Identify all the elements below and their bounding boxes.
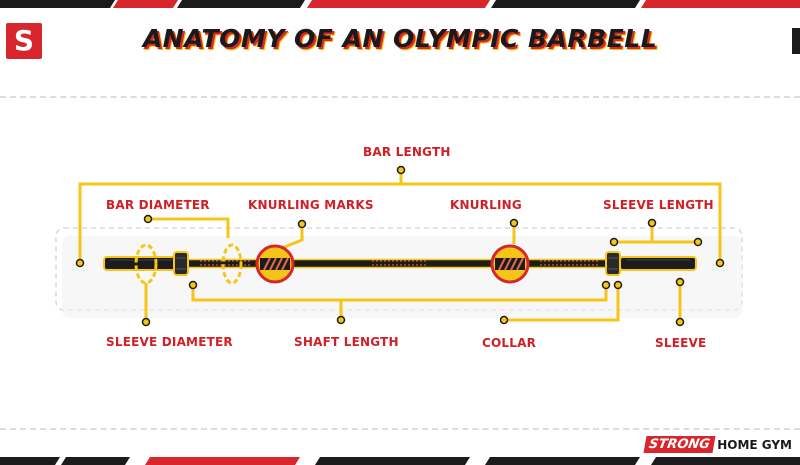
barbell: [103, 251, 697, 276]
bottom-dashed-divider: [0, 428, 800, 430]
corner-mark: [792, 28, 800, 54]
page-title: ANATOMY OF AN OLYMPIC BARBELL: [142, 24, 658, 53]
sleeve-diameter-marker: [134, 243, 158, 285]
knurling-magnifier: [490, 244, 530, 284]
label-collar: COLLAR: [482, 336, 537, 350]
label-bar-diameter: BAR DIAMETER: [106, 198, 210, 212]
brand-strong: STRONG: [643, 436, 716, 453]
top-dashed-divider: [0, 96, 800, 98]
label-knurling: KNURLING: [450, 198, 522, 212]
label-sleeve-diameter: SLEEVE DIAMETER: [106, 335, 233, 349]
brand-logo: STRONG HOME GYM: [643, 436, 792, 453]
label-sleeve-length: SLEEVE LENGTH: [603, 198, 714, 212]
brand-home-gym: HOME GYM: [717, 437, 792, 452]
label-sleeve: SLEEVE: [655, 336, 707, 350]
bottom-stripe: [0, 457, 800, 465]
bar-diameter-callout: [148, 217, 230, 238]
top-stripe: [0, 0, 800, 8]
label-knurling-marks: KNURLING MARKS: [248, 198, 374, 212]
label-bar-length: BAR LENGTH: [363, 145, 451, 159]
label-shaft-length: SHAFT LENGTH: [294, 335, 399, 349]
bar-diameter-marker: [221, 243, 243, 285]
strong-s-logo-icon: S: [6, 23, 42, 59]
knurling-marks-magnifier: [255, 244, 295, 284]
